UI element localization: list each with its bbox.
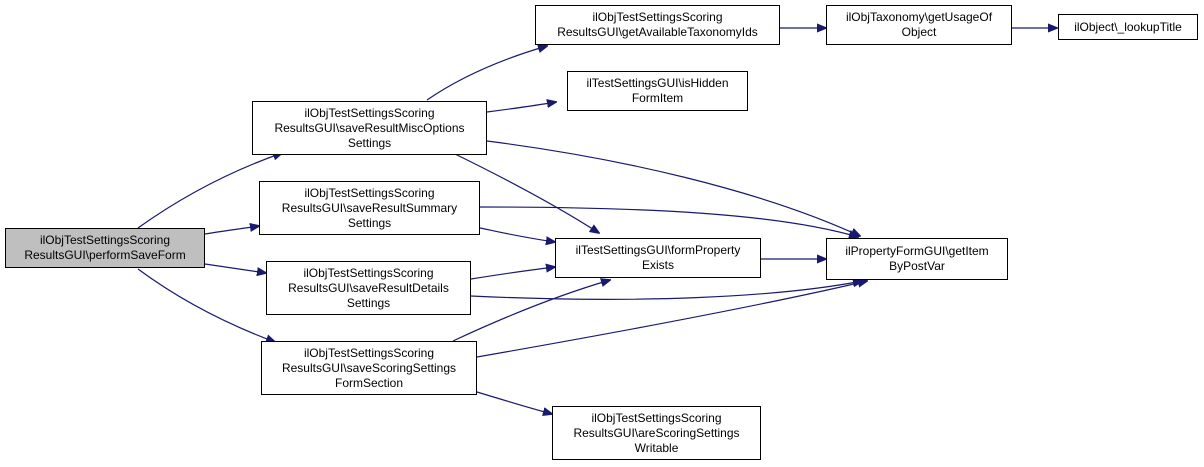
node-areScoringSettingsWritable[interactable]: ilObjTestSettingsScoring ResultsGUI\areS…	[552, 406, 761, 460]
edge-scoring-getItemByPostVar	[476, 281, 867, 358]
node-areScoringSettingsWritable-line-2: ResultsGUI\areScoringSettings	[573, 425, 740, 440]
node-getAvailableTaxonomyIds-line-2: ResultsGUI\getAvailableTaxonomyIds	[557, 25, 758, 39]
node-saveResultMiscOptionsSettings-line-3: Settings	[347, 135, 392, 150]
node-saveResultDetailsSettings[interactable]: ilObjTestSettingsScoring ResultsGUI\save…	[266, 261, 471, 315]
edge-details-getItemByPostVar	[470, 281, 862, 300]
node-isHiddenFormItem[interactable]: ilTestSettingsGUI\isHidden FormItem	[567, 71, 748, 111]
node-saveResultDetailsSettings-line-2: ResultsGUI\saveResultDetails	[288, 280, 449, 295]
edge-misc-formPropertyExists	[454, 153, 599, 233]
node-isHiddenFormItem-line-1: ilTestSettingsGUI\isHidden	[586, 76, 729, 90]
node-saveScoringSettingsFormSection-line-2: ResultsGUI\saveScoringSettings	[281, 360, 457, 375]
node-getUsageOfObject-line-1: ilObjTaxonomy\getUsageOf	[845, 10, 993, 24]
node-getUsageOfObject-line-2: Object	[901, 25, 937, 39]
node-saveResultSummarySettings-line-2: ResultsGUI\saveResultSummary	[281, 200, 458, 215]
edge-misc-isHiddenFormItem	[486, 102, 556, 113]
edge-summary-formPropertyExists	[479, 227, 555, 242]
edge-scoring-formPropertyExists	[452, 280, 610, 342]
node-areScoringSettingsWritable-line-3: Writable	[634, 440, 679, 455]
node-getItemByPostVar[interactable]: ilPropertyFormGUI\getItem ByPostVar	[826, 238, 1008, 280]
node-saveResultMiscOptionsSettings-line-1: ilObjTestSettingsScoring	[304, 105, 435, 120]
node-lookupTitle[interactable]: ilObject\_lookupTitle	[1058, 14, 1198, 40]
node-getAvailableTaxonomyIds-line-1: ilObjTestSettingsScoring	[592, 10, 723, 24]
edge-performSaveForm-saveScoringSettingsFormSection	[137, 268, 275, 342]
node-performSaveForm-line-2: ResultsGUI\performSaveForm	[24, 248, 186, 262]
node-areScoringSettingsWritable-line-1: ilObjTestSettingsScoring	[591, 410, 722, 425]
node-saveResultSummarySettings-line-1: ilObjTestSettingsScoring	[304, 185, 435, 200]
node-saveScoringSettingsFormSection[interactable]: ilObjTestSettingsScoring ResultsGUI\save…	[261, 341, 477, 395]
node-saveScoringSettingsFormSection-line-1: ilObjTestSettingsScoring	[303, 345, 435, 360]
node-getAvailableTaxonomyIds[interactable]: ilObjTestSettingsScoring ResultsGUI\getA…	[535, 5, 780, 45]
node-performSaveForm: ilObjTestSettingsScoring ResultsGUI\perf…	[5, 228, 205, 268]
node-saveResultSummarySettings[interactable]: ilObjTestSettingsScoring ResultsGUI\save…	[259, 181, 480, 235]
node-getItemByPostVar-line-2: ByPostVar	[889, 259, 945, 273]
edge-details-formPropertyExists	[470, 267, 555, 280]
node-saveResultDetailsSettings-line-3: Settings	[346, 295, 391, 310]
edge-performSaveForm-saveResultSummarySettings	[204, 226, 259, 235]
node-getItemByPostVar-line-1: ilPropertyFormGUI\getItem	[845, 244, 989, 258]
node-saveResultMiscOptionsSettings[interactable]: ilObjTestSettingsScoring ResultsGUI\save…	[252, 101, 487, 155]
node-getUsageOfObject[interactable]: ilObjTaxonomy\getUsageOf Object	[826, 5, 1012, 45]
node-formPropertyExists-line-2: Exists	[641, 258, 674, 272]
edge-misc-getItemByPostVar	[486, 140, 860, 236]
node-saveResultMiscOptionsSettings-line-2: ResultsGUI\saveResultMiscOptions	[274, 120, 465, 135]
node-isHiddenFormItem-line-2: FormItem	[631, 91, 684, 105]
edge-misc-getAvailableTaxonomyIds	[426, 46, 547, 101]
node-lookupTitle-line-1: ilObject\_lookupTitle	[1074, 19, 1182, 34]
node-performSaveForm-line-1: ilObjTestSettingsScoring	[39, 233, 171, 247]
node-formPropertyExists-line-1: ilTestSettingsGUI\formProperty	[575, 243, 741, 257]
edge-scoring-areScoringSettingsWritable	[476, 391, 552, 414]
edge-summary-getItemByPostVar	[479, 206, 858, 237]
node-saveResultSummarySettings-line-3: Settings	[347, 215, 392, 230]
edge-performSaveForm-saveResultMiscOptionsSettings	[137, 153, 282, 229]
edge-performSaveForm-saveResultDetailsSettings	[204, 263, 266, 273]
node-formPropertyExists[interactable]: ilTestSettingsGUI\formProperty Exists	[555, 238, 761, 278]
node-saveResultDetailsSettings-line-1: ilObjTestSettingsScoring	[303, 265, 434, 280]
node-saveScoringSettingsFormSection-line-3: FormSection	[334, 375, 404, 390]
